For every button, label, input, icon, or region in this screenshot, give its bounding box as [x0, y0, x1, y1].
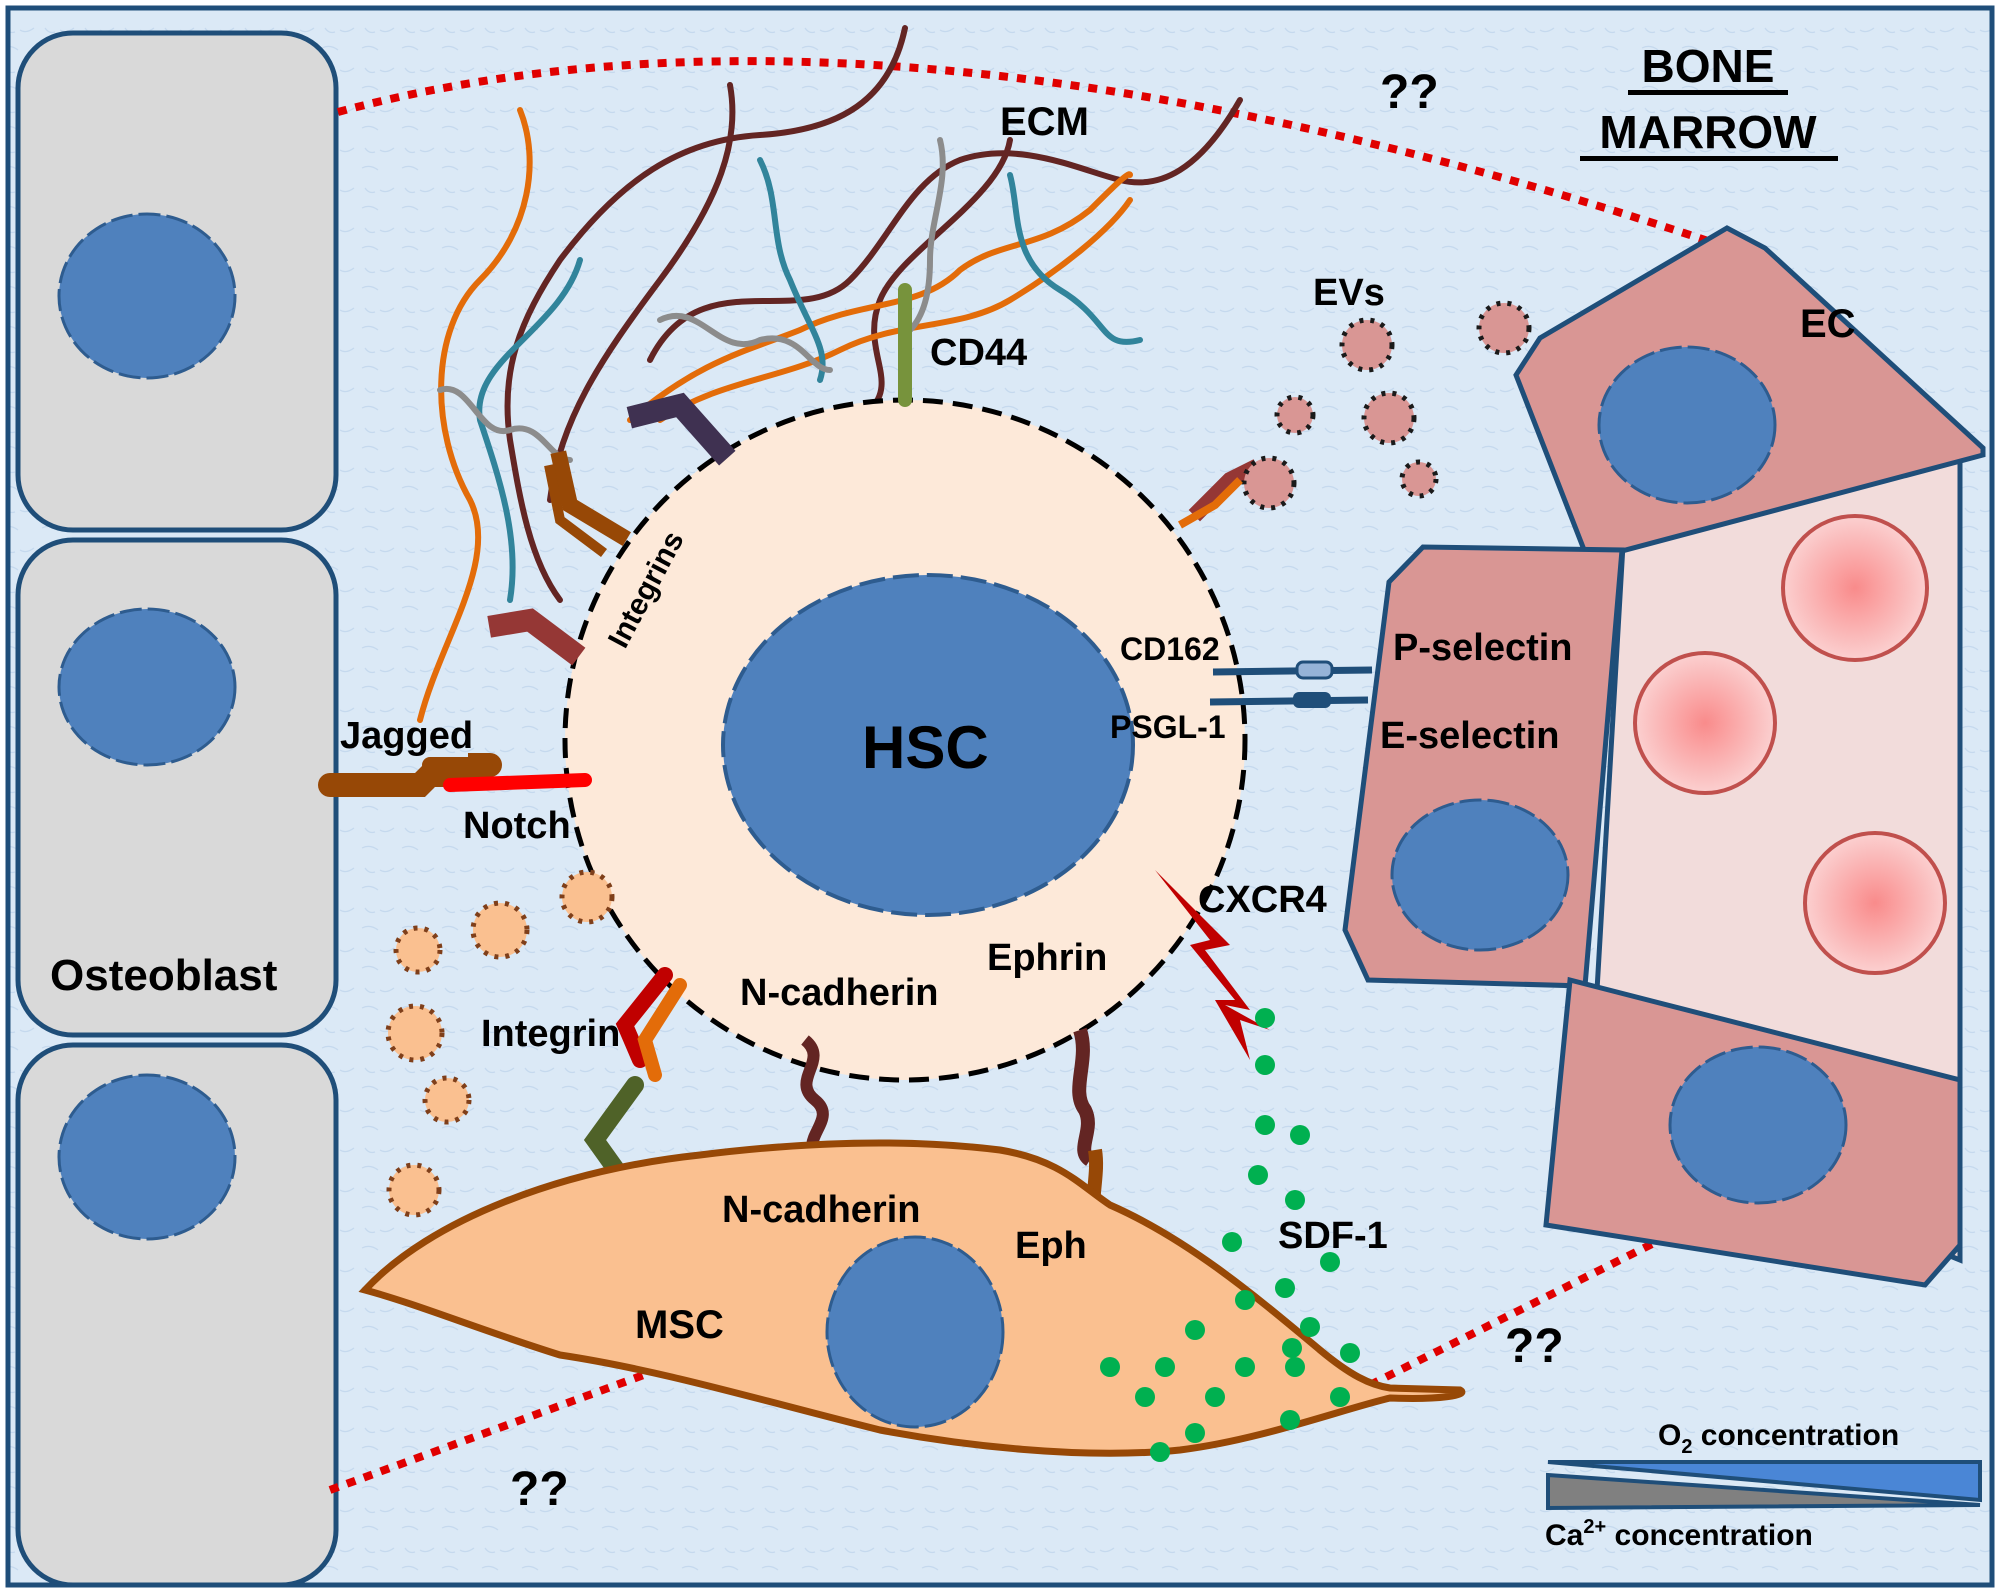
jagged-notch	[318, 753, 592, 797]
integrin-msc-receptor	[583, 967, 687, 1184]
msc-nucleus	[825, 1235, 1005, 1429]
selectin-ligand-bonds	[1209, 660, 1373, 708]
hsc-label: HSC	[862, 714, 989, 781]
ca-gradient-bar	[1546, 1472, 1981, 1511]
eph-label: Eph	[1015, 1225, 1087, 1267]
ev-receptor	[1178, 477, 1243, 529]
psgl1-label: PSGL-1	[1110, 709, 1226, 745]
region-title: BONE MARROW	[1580, 40, 1838, 161]
e-selectin-label: E-selectin	[1380, 715, 1560, 757]
region-title-line2: MARROW	[1599, 106, 1817, 158]
cd44-label: CD44	[930, 332, 1027, 374]
jagged-label: Jagged	[340, 715, 473, 757]
o2-concentration-label: O2 concentration	[1658, 1419, 1899, 1458]
red-blood-cell-2	[1633, 651, 1777, 795]
msc-cell: MSC N-cadherin Eph	[358, 1139, 1466, 1457]
region-title-line1: BONE	[1642, 40, 1775, 92]
n-cadherin-hsc-label: N-cadherin	[740, 972, 938, 1014]
osteoblast-cells: Osteoblast	[15, 30, 339, 1588]
ec-nucleus-middle	[1390, 798, 1570, 952]
ecm-fibers	[417, 25, 1243, 723]
o2-gradient-bar	[1547, 1460, 1982, 1503]
evs-label: EVs	[1313, 272, 1385, 314]
notch-receptor	[443, 773, 592, 792]
gradient-legend: O2 concentration Ca2+ concentration	[1545, 1419, 1982, 1552]
ec-vesicles	[1241, 300, 1532, 511]
red-blood-cell-1	[1781, 514, 1929, 662]
notch-label: Notch	[463, 805, 571, 847]
ec-nucleus-bottom	[1668, 1045, 1848, 1205]
sdf1-label: SDF-1	[1278, 1215, 1388, 1257]
osteoblast-label: Osteoblast	[50, 951, 278, 1000]
unknown-marker-bottom: ??	[510, 1463, 569, 1516]
n-cadherin-msc-label: N-cadherin	[722, 1189, 920, 1231]
p-selectin-label: P-selectin	[1393, 627, 1573, 669]
integrins-receptors	[487, 392, 1261, 666]
osteoblast-nucleus-2	[57, 607, 237, 767]
ec-label: EC	[1800, 302, 1856, 346]
hsc-nucleus	[721, 573, 1135, 917]
msc-label: MSC	[635, 1303, 724, 1347]
cxcr4-label: CXCR4	[1198, 879, 1327, 921]
ecm-label: ECM	[1000, 100, 1089, 144]
sdf1-dots	[1100, 1008, 1360, 1462]
integrin-label: Integrin	[481, 1013, 620, 1055]
ca-concentration-label: Ca2+ concentration	[1545, 1516, 1813, 1552]
unknown-marker-right: ??	[1505, 1320, 1564, 1373]
ephrin-ligand	[1072, 1027, 1095, 1166]
red-blood-cell-3	[1803, 831, 1947, 975]
osteoblast-nucleus-3	[57, 1073, 237, 1241]
ec-nucleus-top	[1597, 345, 1777, 505]
cxcr4-receptor	[1155, 870, 1270, 1060]
cd162-label: CD162	[1120, 631, 1220, 667]
osteoblast-vesicles	[385, 869, 615, 1218]
osteoblast-nucleus-1	[57, 212, 237, 380]
ephrin-label: Ephrin	[987, 937, 1107, 979]
hsc-cell: HSC	[562, 397, 1248, 1083]
vessel: EC P-selectin E-selectin	[1342, 225, 1986, 1288]
unknown-marker-top: ??	[1380, 66, 1439, 119]
